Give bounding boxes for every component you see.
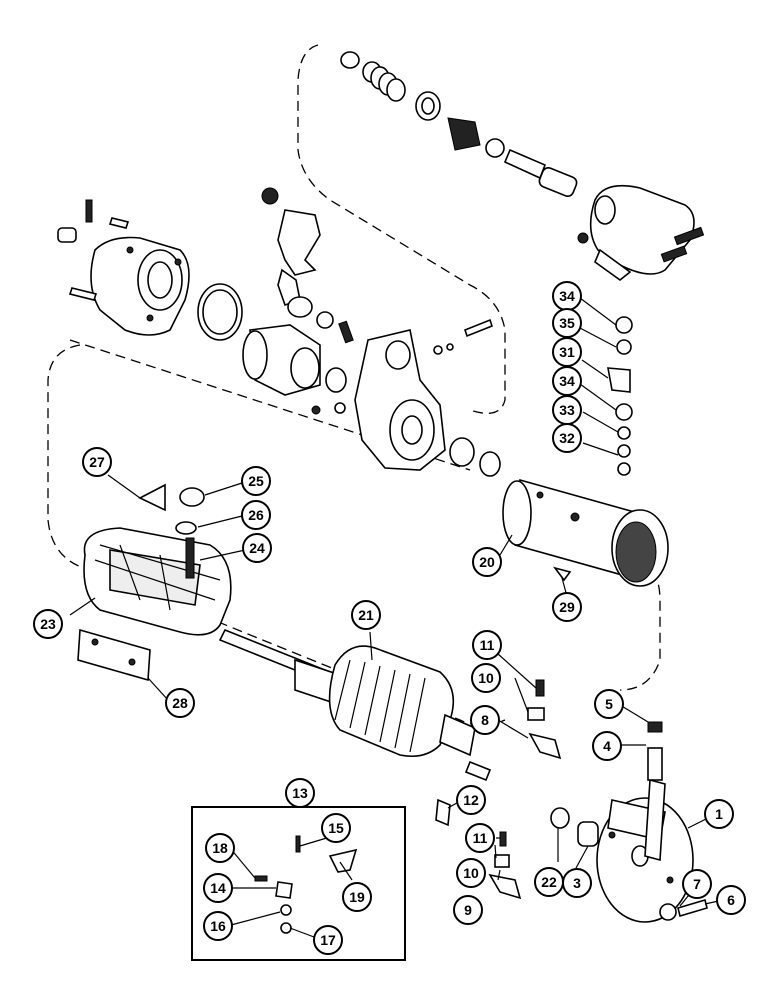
svg-text:29: 29 [559, 599, 575, 615]
callout-5: 5 [594, 689, 624, 719]
terminal-hardware [138, 483, 572, 582]
callout-22: 22 [534, 867, 564, 897]
callout-23: 23 [33, 609, 63, 639]
svg-text:34: 34 [559, 288, 575, 304]
svg-text:24: 24 [249, 540, 265, 556]
callout-35: 35 [552, 308, 582, 338]
callout-21: 21 [351, 600, 381, 630]
callout-13: 13 [285, 778, 315, 808]
callout-34a: 34 [552, 281, 582, 311]
callout-18: 18 [205, 833, 235, 863]
svg-text:10: 10 [463, 865, 479, 881]
drive-housing [57, 199, 243, 341]
callout-14: 14 [203, 873, 233, 903]
terminal-stack [607, 316, 633, 476]
svg-text:25: 25 [248, 473, 264, 489]
svg-text:23: 23 [40, 616, 56, 632]
callout-24: 24 [242, 533, 272, 563]
svg-text:32: 32 [559, 430, 575, 446]
svg-text:13: 13 [292, 785, 308, 801]
svg-text:27: 27 [89, 454, 105, 470]
brush-holder-parts [435, 679, 562, 900]
callout-26: 26 [241, 500, 271, 530]
solenoid-parts [340, 51, 705, 282]
svg-text:10: 10 [478, 670, 494, 686]
callout-9: 9 [453, 895, 483, 925]
svg-text:1: 1 [715, 806, 723, 822]
callout-33: 33 [552, 395, 582, 425]
callout-11b: 11 [465, 823, 495, 853]
svg-text:21: 21 [358, 607, 374, 623]
svg-text:12: 12 [463, 792, 479, 808]
svg-text:15: 15 [328, 820, 344, 836]
armature [218, 628, 492, 782]
svg-text:14: 14 [210, 880, 226, 896]
callout-34b: 34 [552, 366, 582, 396]
frame-group-outline [69, 339, 661, 691]
svg-text:9: 9 [464, 902, 472, 918]
callout-11a: 11 [472, 630, 502, 660]
svg-text:17: 17 [320, 932, 336, 948]
svg-text:3: 3 [573, 875, 581, 891]
shift-lever [261, 187, 321, 307]
callout-28: 28 [165, 688, 195, 718]
kit-box-parts [254, 835, 358, 934]
svg-text:5: 5 [605, 696, 613, 712]
svg-text:11: 11 [480, 637, 495, 653]
commutator-end-plate [550, 721, 708, 923]
callout-10a: 10 [471, 663, 501, 693]
callout-6: 6 [716, 885, 746, 915]
callout-10b: 10 [456, 858, 486, 888]
svg-text:11: 11 [473, 830, 488, 846]
callout-1: 1 [704, 799, 734, 829]
solenoid-body [589, 184, 705, 282]
pinion-drive [242, 296, 354, 396]
callout-16: 16 [203, 911, 233, 941]
callout-12: 12 [456, 785, 486, 815]
intermediate-housing [311, 318, 501, 477]
svg-text:6: 6 [727, 892, 735, 908]
callout-8: 8 [470, 705, 500, 735]
callout-19: 19 [342, 882, 372, 912]
svg-text:8: 8 [481, 712, 489, 728]
field-coil-assembly [77, 527, 232, 682]
svg-text:19: 19 [349, 889, 365, 905]
svg-text:26: 26 [248, 507, 264, 523]
svg-text:4: 4 [603, 738, 611, 754]
callout-31: 31 [552, 337, 582, 367]
callout-29: 29 [552, 592, 582, 622]
callout-15: 15 [321, 813, 351, 843]
callout-20: 20 [472, 547, 502, 577]
field-frame [502, 478, 669, 587]
callout-25: 25 [241, 466, 271, 496]
callout-17: 17 [313, 925, 343, 955]
callout-7: 7 [682, 869, 712, 899]
svg-text:34: 34 [559, 373, 575, 389]
callout-3: 3 [562, 868, 592, 898]
svg-text:31: 31 [559, 344, 575, 360]
svg-text:33: 33 [559, 402, 575, 418]
callout-32: 32 [552, 423, 582, 453]
callout-27: 27 [82, 447, 112, 477]
svg-text:18: 18 [212, 840, 228, 856]
svg-text:16: 16 [210, 918, 226, 934]
svg-text:35: 35 [559, 315, 575, 331]
svg-text:20: 20 [479, 554, 495, 570]
callout-4: 4 [592, 731, 622, 761]
svg-text:28: 28 [172, 695, 188, 711]
svg-text:7: 7 [693, 876, 701, 892]
svg-text:22: 22 [541, 874, 557, 890]
plunger-spring [362, 61, 406, 102]
